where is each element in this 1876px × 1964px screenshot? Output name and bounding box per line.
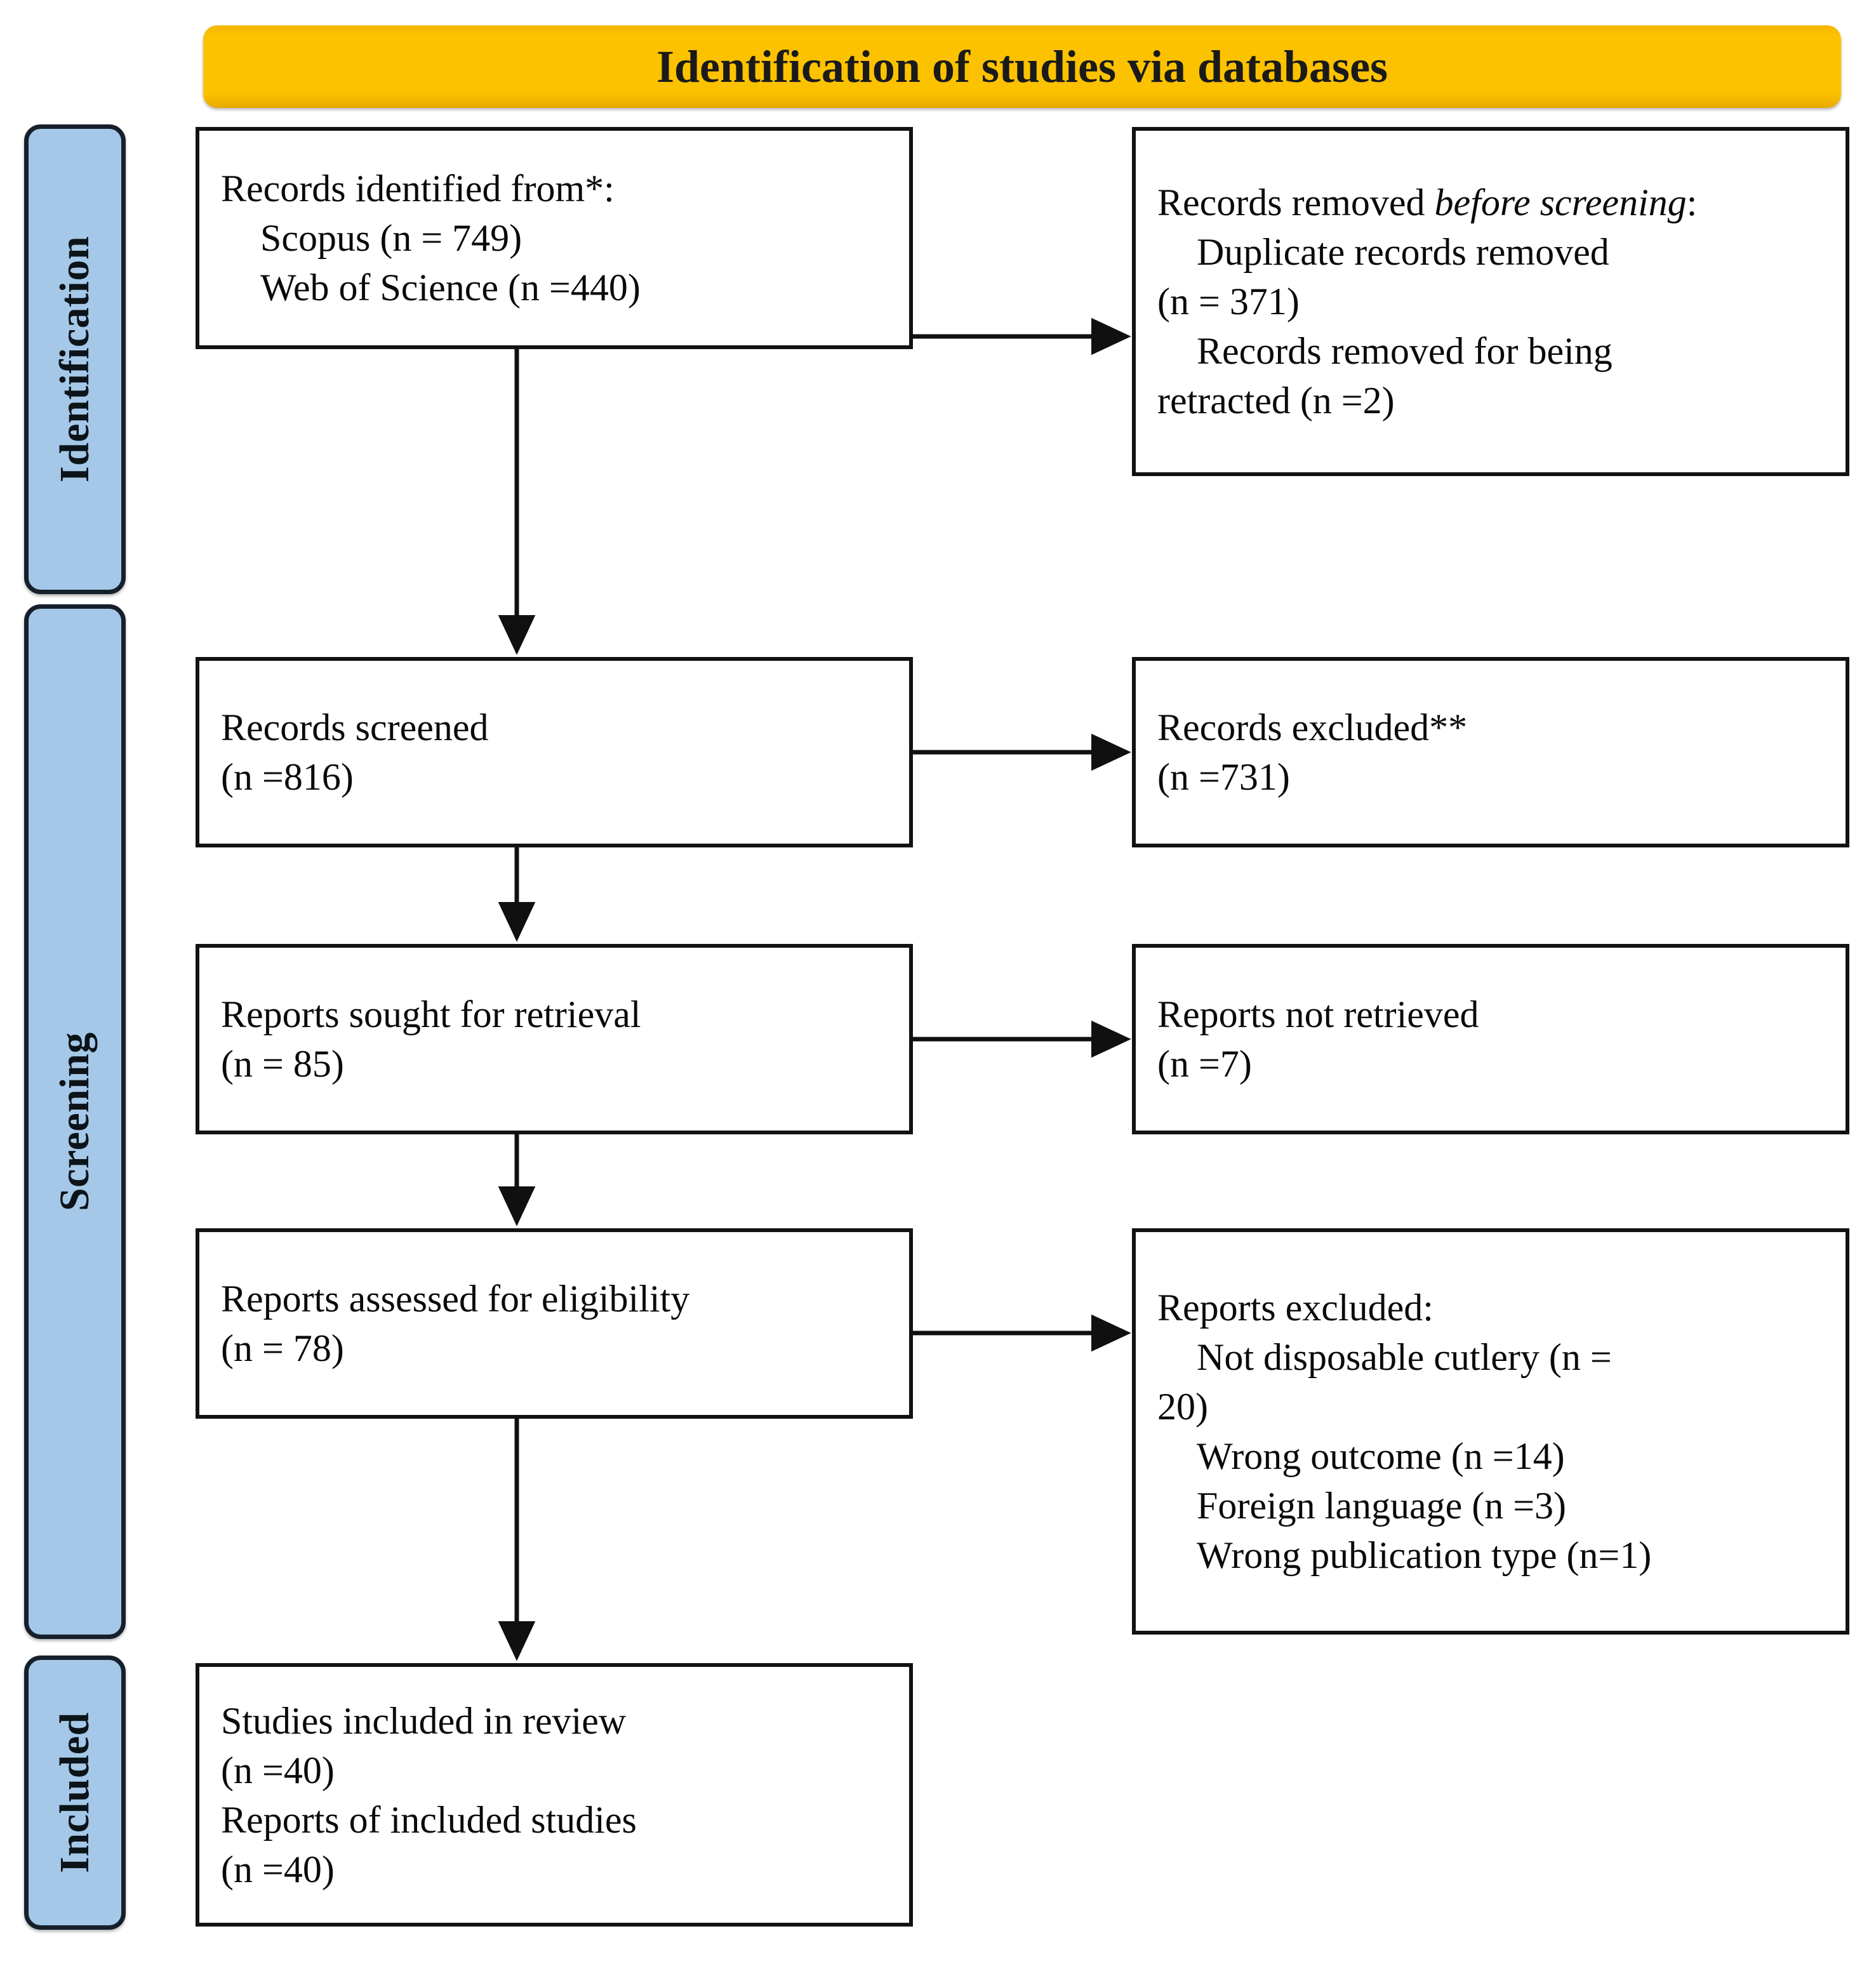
reports-excluded-line-4: Wrong outcome (n =14): [1197, 1435, 1565, 1477]
diagram-title-banner: Identification of studies via databases: [203, 25, 1841, 108]
box-records-identified: Records identified from*: Scopus (n = 74…: [196, 127, 913, 349]
removed-before-screening-line-3: (n = 371): [1157, 281, 1300, 322]
box-reports-excluded: Reports excluded: Not disposable cutlery…: [1132, 1228, 1849, 1635]
studies-included-line-2: (n =40): [221, 1749, 335, 1791]
stage-label-identification-text: Identification: [51, 236, 98, 483]
stage-label-identification: Identification: [24, 124, 126, 594]
removed-before-screening-colon: :: [1686, 182, 1698, 223]
records-excluded-line-1: Records excluded**: [1157, 707, 1468, 748]
records-excluded-line-2: (n =731): [1157, 756, 1290, 798]
stage-label-screening-text: Screening: [51, 1032, 98, 1211]
reports-excluded-line-2: Not disposable cutlery (n =: [1197, 1336, 1612, 1378]
reports-excluded-line-6: Wrong publication type (n=1): [1197, 1534, 1652, 1576]
box-reports-assessed-eligibility: Reports assessed for eligibility (n = 78…: [196, 1228, 913, 1419]
studies-included-line-4: (n =40): [221, 1848, 335, 1890]
studies-included-line-3: Reports of included studies: [221, 1798, 637, 1841]
records-identified-line-2: Scopus (n = 749): [260, 217, 522, 259]
diagram-title: Identification of studies via databases: [656, 41, 1388, 92]
box-records-excluded: Records excluded** (n =731): [1132, 657, 1849, 847]
reports-not-retrieved-line-2: (n =7): [1157, 1043, 1252, 1085]
records-identified-line-3: Web of Science (n =440): [260, 267, 641, 309]
reports-excluded-line-3: 20): [1157, 1386, 1208, 1428]
box-records-removed-before-screening: Records removed before screening: Duplic…: [1132, 127, 1849, 476]
removed-before-screening-emphasis: before screening: [1434, 182, 1687, 223]
reports-sought-line-2: (n = 85): [221, 1043, 344, 1085]
box-studies-included: Studies included in review (n =40) Repor…: [196, 1663, 913, 1927]
reports-not-retrieved-line-1: Reports not retrieved: [1157, 993, 1479, 1035]
reports-sought-line-1: Reports sought for retrieval: [221, 993, 641, 1035]
box-reports-not-retrieved: Reports not retrieved (n =7): [1132, 944, 1849, 1134]
box-reports-sought-retrieval: Reports sought for retrieval (n = 85): [196, 944, 913, 1134]
removed-before-screening-line-4: Records removed for being: [1197, 330, 1613, 372]
reports-excluded-line-1: Reports excluded:: [1157, 1287, 1434, 1329]
stage-label-screening: Screening: [24, 604, 126, 1639]
stage-label-included: Included: [24, 1655, 126, 1930]
reports-assessed-line-1: Reports assessed for eligibility: [221, 1278, 690, 1320]
box-records-screened: Records screened (n =816): [196, 657, 913, 847]
reports-assessed-line-2: (n = 78): [221, 1327, 344, 1369]
reports-excluded-line-5: Foreign language (n =3): [1197, 1485, 1567, 1527]
removed-before-screening-line-5: retracted (n =2): [1157, 380, 1395, 421]
records-identified-line-1: Records identified from*:: [221, 168, 615, 209]
records-screened-line-2: (n =816): [221, 756, 354, 798]
removed-before-screening-line-2: Duplicate records removed: [1197, 231, 1609, 273]
records-screened-line-1: Records screened: [221, 707, 489, 748]
stage-label-included-text: Included: [51, 1712, 98, 1873]
studies-included-line-1: Studies included in review: [221, 1699, 627, 1742]
removed-before-screening-prefix: Records removed: [1157, 182, 1435, 223]
